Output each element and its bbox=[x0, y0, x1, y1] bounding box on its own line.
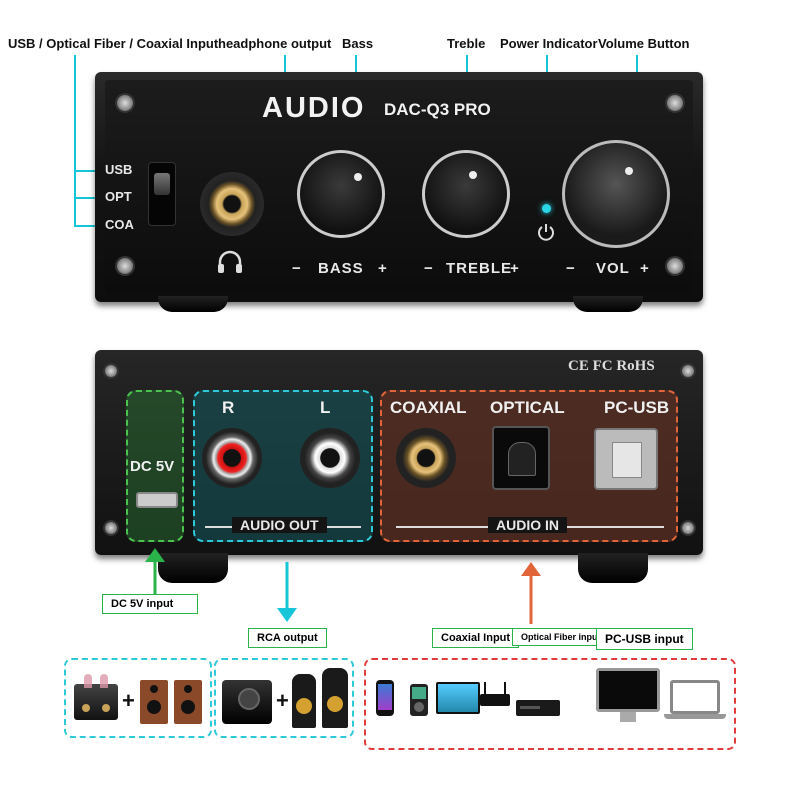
back-foot-left bbox=[158, 553, 228, 583]
callout-power: Power Indicator bbox=[500, 36, 598, 51]
screw-icon bbox=[117, 258, 133, 274]
monitor-icon bbox=[596, 668, 660, 712]
front-foot-right bbox=[573, 296, 643, 312]
l-label: L bbox=[320, 398, 331, 417]
dc-label: DC 5V bbox=[130, 458, 175, 475]
callout-headphone: headphone output bbox=[218, 36, 332, 51]
vol-plus: + bbox=[640, 260, 650, 277]
tube-amp-icon bbox=[74, 674, 118, 720]
screw-icon bbox=[682, 365, 694, 377]
screw-icon bbox=[667, 258, 683, 274]
dc-zone bbox=[126, 390, 184, 542]
music-player-icon bbox=[410, 684, 428, 716]
treble-minus: − bbox=[424, 260, 434, 277]
app-box-sources bbox=[364, 658, 736, 750]
hifi-speakers-icon bbox=[292, 668, 348, 728]
bass-knob[interactable] bbox=[297, 150, 385, 238]
audio-in-label: AUDIO IN bbox=[488, 517, 567, 533]
bookshelf-speakers-icon bbox=[140, 680, 204, 724]
app-plus-1: + bbox=[122, 688, 135, 713]
selector-coa: COA bbox=[105, 217, 134, 232]
screw-icon bbox=[667, 95, 683, 111]
bass-minus: − bbox=[292, 260, 302, 277]
treble-plus: + bbox=[510, 260, 520, 277]
laptop-icon bbox=[670, 680, 720, 714]
arrow-dc bbox=[145, 548, 165, 594]
tv-icon bbox=[436, 682, 480, 714]
active-speaker-icon bbox=[222, 680, 272, 724]
callout-input: USB / Optical Fiber / Coaxial Input bbox=[8, 36, 219, 51]
r-label: R bbox=[222, 398, 235, 417]
vol-label: VOL bbox=[596, 260, 630, 277]
monitor-stand-icon bbox=[620, 712, 636, 722]
model-name: DAC-Q3 PRO bbox=[384, 100, 491, 119]
callout-treble: Treble bbox=[447, 36, 486, 51]
back-foot-right bbox=[578, 553, 648, 583]
pcusb-input-label: PC-USB input bbox=[596, 628, 693, 650]
audio-out-label: AUDIO OUT bbox=[232, 517, 327, 533]
screw-icon bbox=[105, 365, 117, 377]
bass-plus: + bbox=[378, 260, 388, 277]
laptop-base-icon bbox=[664, 714, 726, 719]
usb-b-port[interactable] bbox=[594, 428, 658, 490]
rca-output-label: RCA output bbox=[248, 628, 327, 648]
treble-knob[interactable] bbox=[422, 150, 510, 238]
callout-line-coa bbox=[74, 225, 102, 227]
arrow-rca bbox=[277, 562, 297, 622]
headphone-jack[interactable] bbox=[200, 172, 264, 236]
rca-right-jack[interactable] bbox=[202, 428, 262, 488]
vol-minus: − bbox=[566, 260, 576, 277]
screw-icon bbox=[682, 522, 694, 534]
front-foot-left bbox=[158, 296, 228, 312]
brand-logo: AUDIO bbox=[262, 92, 366, 124]
coaxial-jack[interactable] bbox=[396, 428, 456, 488]
callout-line-usb bbox=[74, 170, 102, 172]
arrow-audio-in bbox=[521, 562, 541, 624]
app-plus-2: + bbox=[276, 688, 289, 713]
micro-usb-port[interactable] bbox=[136, 492, 178, 508]
callout-bass: Bass bbox=[342, 36, 374, 51]
rca-left-jack[interactable] bbox=[300, 428, 360, 488]
power-led bbox=[542, 204, 551, 213]
dc-input-label: DC 5V input bbox=[102, 594, 198, 614]
phone-icon bbox=[376, 680, 394, 716]
power-icon bbox=[536, 222, 556, 242]
optical-input-label: Optical Fiber input bbox=[512, 628, 610, 646]
callout-line-opt bbox=[74, 197, 102, 199]
optical-label: OPTICAL bbox=[490, 398, 565, 417]
coaxial-input-label: Coaxial Input bbox=[432, 628, 520, 648]
bass-label: BASS bbox=[318, 260, 364, 277]
coaxial-label: COAXIAL bbox=[390, 398, 467, 417]
optical-port[interactable] bbox=[492, 426, 550, 490]
screw-icon bbox=[105, 522, 117, 534]
app-box-speaker bbox=[214, 658, 354, 738]
cd-player-icon bbox=[516, 700, 560, 716]
screw-icon bbox=[117, 95, 133, 111]
back-certs: CE FC RoHS bbox=[568, 358, 655, 374]
input-selector-switch[interactable] bbox=[148, 162, 176, 226]
treble-label: TREBLE bbox=[446, 260, 512, 277]
volume-knob[interactable] bbox=[562, 140, 670, 248]
app-box-amp bbox=[64, 658, 212, 738]
selector-opt: OPT bbox=[105, 189, 132, 204]
selector-usb: USB bbox=[105, 162, 133, 177]
headphone-icon bbox=[216, 250, 244, 274]
pcusb-label: PC-USB bbox=[604, 398, 670, 417]
router-icon bbox=[480, 682, 510, 706]
callout-line-input bbox=[74, 55, 76, 227]
callout-volume: Volume Button bbox=[598, 36, 690, 51]
